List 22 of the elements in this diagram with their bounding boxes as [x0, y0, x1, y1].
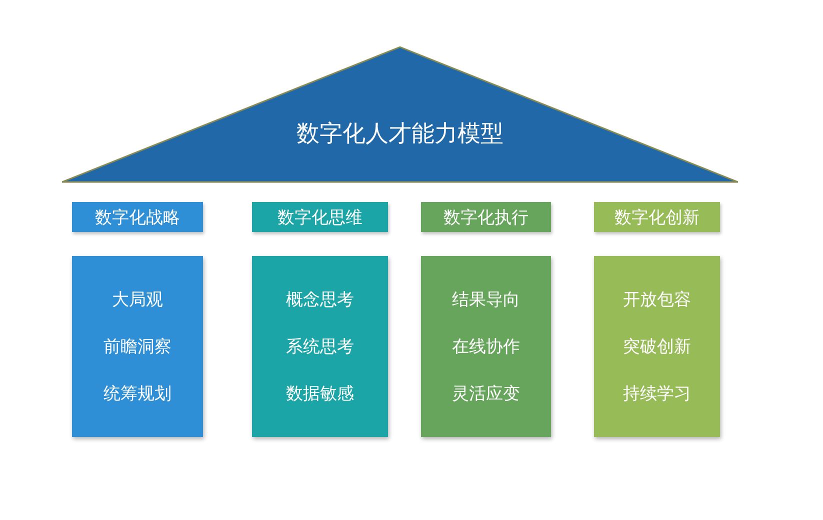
pillar-header: 数字化战略 [72, 202, 203, 232]
skill-text: 持续学习 [623, 383, 691, 405]
pillar-header: 数字化执行 [421, 202, 551, 232]
pillar-column [252, 256, 388, 437]
roof-triangle [62, 46, 738, 183]
skill-text: 概念思考 [286, 289, 354, 311]
model-title: 数字化人才能力模型 [296, 120, 504, 149]
skill-text: 统筹规划 [104, 383, 172, 405]
skill-text: 灵活应变 [452, 383, 520, 405]
pillar-column [421, 256, 551, 437]
pillar-header: 数字化思维 [252, 202, 388, 232]
skill-text: 系统思考 [286, 336, 354, 358]
pillar-column [594, 256, 720, 437]
skill-text: 开放包容 [623, 289, 691, 311]
skill-text: 前瞻洞察 [104, 336, 172, 358]
pillar-column [72, 256, 203, 437]
skill-text: 结果导向 [452, 289, 520, 311]
skill-text: 突破创新 [623, 336, 691, 358]
skill-text: 大局观 [112, 289, 163, 311]
skill-text: 在线协作 [452, 336, 520, 358]
pillar-header: 数字化创新 [594, 202, 720, 232]
skill-text: 数据敏感 [286, 383, 354, 405]
